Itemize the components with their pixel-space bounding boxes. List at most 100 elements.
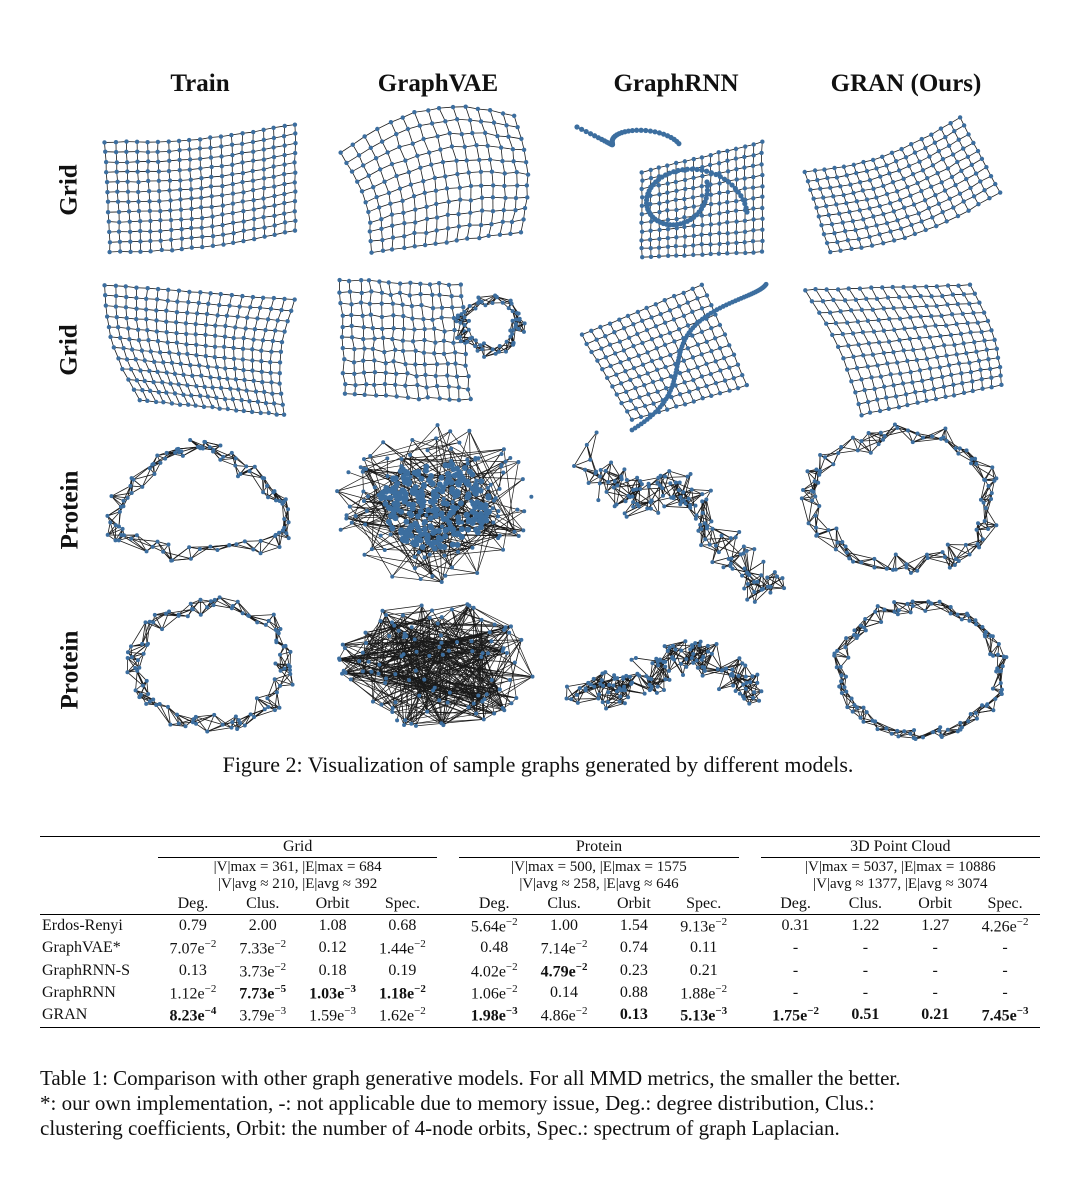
- graph-edge: [505, 336, 511, 352]
- graph-node: [293, 189, 298, 194]
- graph-node: [156, 188, 162, 194]
- graph-node: [274, 412, 279, 417]
- graph-node: [691, 175, 696, 181]
- graph-node: [263, 327, 268, 333]
- graph-node: [891, 238, 897, 243]
- graph-node: [104, 179, 110, 185]
- graph-node: [117, 249, 123, 254]
- graph-node: [445, 212, 450, 217]
- graph-node: [271, 125, 276, 130]
- graph-node: [351, 360, 357, 365]
- graph-node: [695, 386, 701, 391]
- graph-node: [690, 243, 696, 248]
- graph-node: [583, 128, 589, 135]
- graph-node: [454, 238, 459, 243]
- graph-edge: [115, 528, 123, 541]
- graph-node: [699, 329, 705, 335]
- graph-node: [405, 126, 411, 132]
- graph-node: [674, 225, 679, 231]
- graph-node: [574, 124, 580, 130]
- graph-edge: [407, 128, 414, 144]
- graph-node: [704, 183, 711, 189]
- graph-node: [708, 251, 713, 257]
- graph-node: [618, 381, 624, 386]
- graph-node: [113, 149, 119, 155]
- graph-node: [639, 318, 645, 324]
- graph-node: [189, 216, 194, 222]
- graph-node: [857, 286, 863, 291]
- graph-node: [949, 372, 954, 378]
- graph-node: [454, 117, 460, 122]
- graph-node: [654, 346, 659, 351]
- graph-node: [727, 365, 732, 370]
- graph-node: [659, 377, 664, 382]
- graph-node: [139, 348, 145, 353]
- graph-node: [105, 210, 111, 215]
- graph-node: [463, 104, 468, 109]
- graph-edge: [283, 518, 290, 539]
- graph-node: [145, 149, 151, 155]
- graph-node: [271, 135, 277, 141]
- graph-node: [735, 385, 741, 391]
- graph-node: [219, 144, 224, 149]
- graph-node: [450, 104, 456, 110]
- graph-node: [760, 227, 765, 232]
- graph-node: [164, 370, 169, 375]
- graph-node: [902, 235, 907, 241]
- graph-node: [653, 302, 658, 307]
- graph-node: [890, 284, 895, 290]
- graph-node: [209, 174, 214, 180]
- graph-node: [158, 238, 163, 243]
- graph-edge: [446, 188, 450, 202]
- graph-node: [708, 192, 714, 197]
- graph-node: [251, 226, 257, 232]
- graph-node: [340, 313, 346, 318]
- graph-node: [102, 283, 107, 288]
- graph-node: [421, 316, 426, 322]
- graph-node: [634, 127, 640, 133]
- graph-node: [479, 195, 485, 200]
- graph-node: [215, 313, 220, 318]
- graph-node: [107, 240, 113, 245]
- graph-node: [682, 215, 687, 220]
- graph-node: [456, 224, 462, 229]
- graph-edge: [465, 106, 471, 121]
- col-header-graphrnn: GraphRNN: [613, 70, 739, 97]
- graph-node: [427, 282, 433, 287]
- graph-node: [974, 349, 979, 354]
- graph-node: [918, 293, 923, 299]
- graph-edge: [399, 146, 406, 161]
- graph-node: [942, 188, 948, 193]
- graph-edge: [402, 350, 406, 365]
- graph-node: [699, 213, 705, 218]
- graph-edge: [136, 534, 147, 552]
- graph-node: [210, 385, 215, 390]
- graph-node: [922, 198, 928, 203]
- graph-node: [759, 249, 765, 254]
- graph-node: [138, 249, 143, 254]
- graph-node: [383, 370, 388, 376]
- graph-edge: [153, 448, 178, 465]
- graph-node: [410, 316, 415, 321]
- graph-node: [292, 160, 297, 165]
- graph-node: [708, 242, 713, 247]
- graph-node: [830, 332, 835, 338]
- graph-node: [255, 399, 261, 404]
- graph-edge: [442, 162, 446, 177]
- graph-node: [409, 303, 415, 309]
- graph-node: [623, 389, 629, 394]
- graph-node: [166, 287, 171, 293]
- graph-node: [833, 320, 839, 326]
- graph-node: [891, 209, 897, 214]
- graph-node: [953, 182, 958, 188]
- graph-node: [750, 163, 756, 169]
- graph-node: [401, 313, 406, 319]
- graph-edge: [231, 452, 247, 467]
- graph-node: [699, 232, 704, 237]
- graph-node: [446, 199, 451, 204]
- graph-train-grid-1: [102, 122, 298, 255]
- graph-node: [928, 184, 934, 189]
- graph-node: [424, 230, 429, 236]
- graph-node: [185, 383, 190, 388]
- graph-node: [268, 370, 273, 375]
